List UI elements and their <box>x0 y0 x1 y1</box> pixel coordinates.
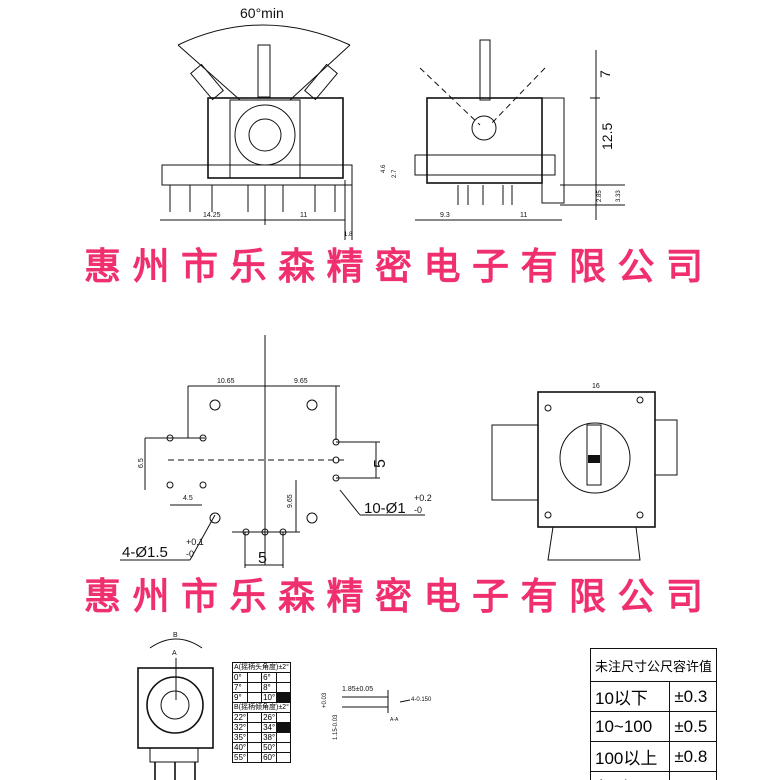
thickness-label: 1.85±0.05 <box>342 686 373 693</box>
table-cell: 9° <box>231 692 249 703</box>
table-cell: 0° <box>231 672 249 683</box>
table-cell: 35° <box>231 732 249 743</box>
angle-label: 60°min <box>240 5 284 21</box>
table-cell: 34° <box>261 722 278 733</box>
tolerance-label: 4-0.150 <box>411 697 432 703</box>
table-cell: 22° <box>231 712 249 723</box>
dim-label: 11 <box>520 212 527 219</box>
bottom-view: 16 <box>491 383 678 561</box>
table-cell: ±0.8 <box>669 741 718 772</box>
dim-label: 12.5 <box>599 123 615 150</box>
dim-label: 10.65 <box>217 378 235 385</box>
table-cell: 38° <box>261 732 278 743</box>
watermark-middle: 惠州市乐森精密电子有限公司 <box>84 575 715 618</box>
tolerance-plus: +0.1 <box>186 537 204 547</box>
side-view: 9.3 11 7 12.5 2.85 3.33 4.6 2.7 <box>381 39 625 221</box>
knob-detail: B A <box>137 632 214 780</box>
tolerance-title: 未注尺寸公尺容许值 <box>589 648 718 682</box>
dim-label: 9.3 <box>440 212 450 219</box>
dim-label: 2.7 <box>392 169 398 178</box>
dim-label: 4.5 <box>183 495 193 502</box>
table-cell: 100以上 <box>589 741 671 772</box>
dim-label: 7 <box>597 70 613 78</box>
dim-label: 5 <box>258 550 267 567</box>
table-cell: 10° <box>261 692 278 703</box>
hole-spec: 10-Ø1 <box>364 500 406 517</box>
tolerance-minus: -0 <box>186 549 194 559</box>
pcb-footprint: 10.65 9.65 6.5 4.5 9.65 5 5 10-Ø1 +0.2 -… <box>120 335 432 568</box>
table-cell: 50° <box>261 742 278 753</box>
table-cell: 8° <box>261 682 278 693</box>
tolerance-plus: +0.2 <box>414 493 432 503</box>
dim-label: 9.65 <box>287 494 294 508</box>
table-cell: 6° <box>261 672 278 683</box>
table-cell: ±5° <box>669 771 718 780</box>
table-cell: ±0.3 <box>669 681 718 712</box>
section-label: A-A <box>390 717 399 723</box>
dim-label: 14.25 <box>203 212 221 219</box>
table-cell: 60° <box>261 752 278 763</box>
front-view: 60°min 14.25 11 1.8 <box>160 5 353 240</box>
dim-label: 1.8 <box>344 232 353 238</box>
tolerance-table: 未注尺寸公尺容许值 10以下±0.3 10~100±0.5 100以上±0.8 … <box>589 648 718 780</box>
table-cell: 10~100 <box>589 711 671 742</box>
table-cell: 角 度 <box>589 771 671 780</box>
angle-b-label: B <box>173 632 178 639</box>
mounting-holes <box>166 399 340 536</box>
dim-label: 9.65 <box>294 378 308 385</box>
dim-label: 3.33 <box>616 190 622 202</box>
dim-label: 4.6 <box>381 164 387 173</box>
table-cell: 10以下 <box>589 681 671 712</box>
tolerance-label: 1.15-0.03 <box>333 714 339 740</box>
dim-label: 5 <box>372 459 389 468</box>
watermark-top: 惠州市乐森精密电子有限公司 <box>84 245 715 288</box>
table-cell: 26° <box>261 712 278 723</box>
angle-table: A(摇柄头角度)±2° 0°6° 7°8° 9°10° B(摇柄倾角度)±2° … <box>231 662 292 763</box>
dim-label: 11 <box>300 212 307 219</box>
dim-label: 2.85 <box>597 190 603 202</box>
hole-spec: 4-Ø1.5 <box>122 544 168 561</box>
table-cell: 7° <box>231 682 249 693</box>
table-cell: 55° <box>231 752 249 763</box>
tolerance-label: +0.03 <box>322 692 328 708</box>
dim-label: 16 <box>592 383 600 390</box>
table-cell: ±0.5 <box>669 711 718 742</box>
angle-a-header: A(摇柄头角度)±2° <box>231 662 292 673</box>
table-cell: 40° <box>231 742 249 753</box>
section-a-a: 1.85±0.05 +0.03 1.15-0.03 4-0.150 A-A <box>322 686 432 740</box>
table-cell: 32° <box>231 722 249 733</box>
angle-arc <box>177 24 351 46</box>
angle-b-header: B(摇柄倾角度)±2° <box>231 702 292 713</box>
tolerance-minus: -0 <box>414 505 422 515</box>
angle-a-label: A <box>172 650 177 657</box>
dim-label: 6.5 <box>138 458 145 468</box>
